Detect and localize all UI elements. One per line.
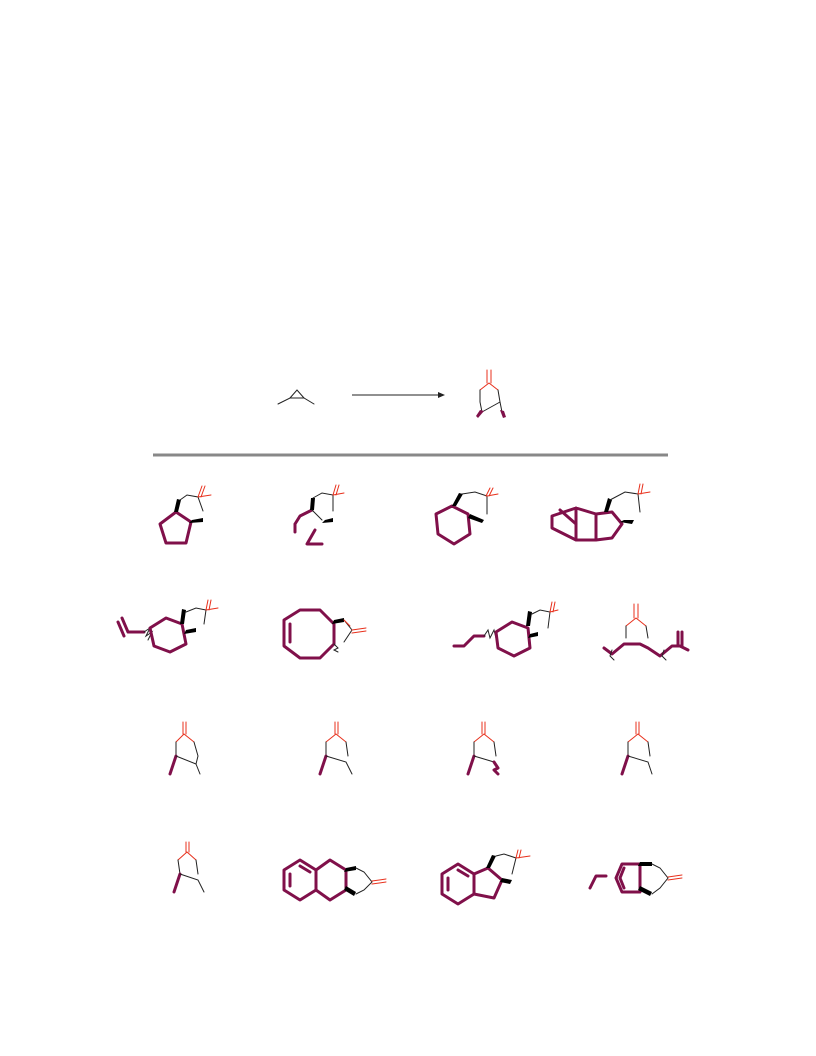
product-cyclopentane-lactone-split: [293, 484, 345, 546]
product-cyclohexane-lactone: [434, 487, 499, 546]
product-vinylcyclohexane-lactone: [116, 599, 219, 654]
reactant-cyclopropene: [277, 389, 315, 405]
product-indane-lactone: [440, 849, 531, 906]
product-lactone-methyl-1: [168, 721, 201, 776]
product-cyclooctadiene-lactone: [282, 608, 367, 660]
product-lactone-wavy: [466, 721, 500, 776]
product-lactone-general: [476, 369, 506, 418]
product-lactone-methyl-3: [620, 721, 653, 776]
product-acyclic-dimer: [602, 603, 690, 661]
product-cyclopentene-lactone: [588, 862, 683, 896]
product-propylcyclohexane-lactone: [452, 601, 559, 658]
product-tetralin-lactone: [282, 858, 387, 902]
product-lactone-methyl-4: [172, 841, 205, 894]
right-arrow-icon: [438, 392, 445, 398]
product-lactone-methyl-2: [318, 721, 353, 776]
reaction-arrow: [352, 392, 445, 398]
product-tricyclic-lactone: [550, 483, 651, 542]
product-cyclopentane-lactone: [158, 485, 212, 545]
